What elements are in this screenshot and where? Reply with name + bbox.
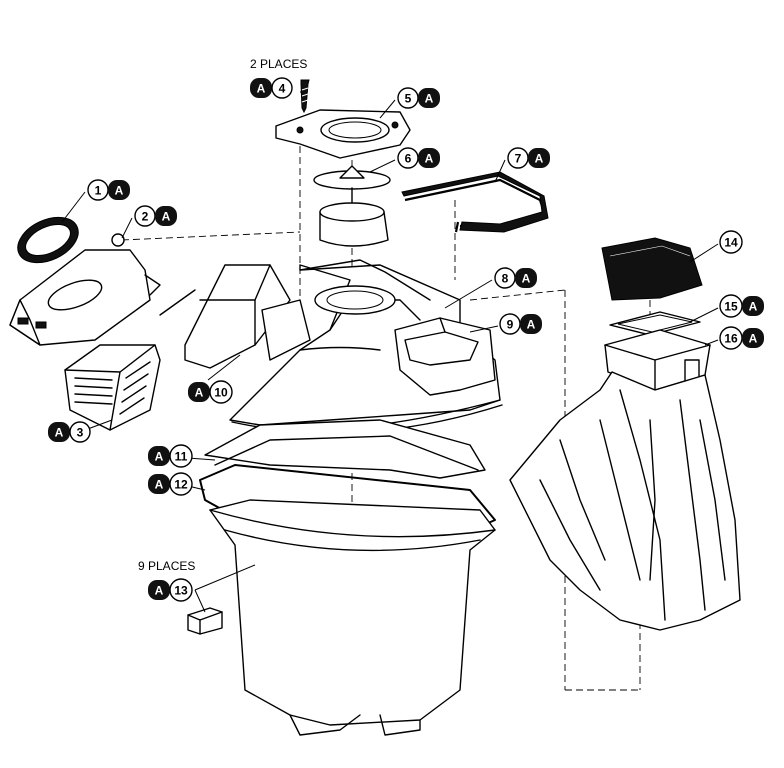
callout-number: 12 <box>174 478 188 492</box>
part-7-handle <box>401 171 549 233</box>
part-5-mounting-plate <box>275 109 411 159</box>
filter-cage-grille <box>74 361 151 415</box>
collection-drum <box>209 499 496 736</box>
kit-badge <box>48 422 70 442</box>
kit-badge <box>148 580 170 600</box>
kit-letter: A <box>195 386 204 400</box>
callout-number-circle <box>169 444 193 468</box>
kit-letter: A <box>55 426 64 440</box>
callout-number: 16 <box>724 332 738 346</box>
callout-number: 6 <box>405 152 412 166</box>
kit-letter: A <box>425 152 434 166</box>
callout-12: A 12 <box>148 472 193 496</box>
kit-letter: A <box>115 184 124 198</box>
part-2-filter-cover <box>9 233 161 346</box>
part-3-filter-cage <box>64 344 161 431</box>
note-9-places: 9 PLACES <box>138 559 195 573</box>
part-8-9-inlet-deflector <box>394 317 496 396</box>
callout-number-circle <box>719 230 743 254</box>
callout-14: 14 <box>719 230 743 254</box>
part-11-lid-gasket <box>204 419 486 479</box>
part-10-side-pocket <box>159 264 311 369</box>
part-15-frame <box>609 311 701 336</box>
callout-16: 16 A <box>719 326 764 350</box>
kit-badge <box>250 78 272 98</box>
callout-10: A 10 <box>188 380 233 404</box>
kit-badge <box>188 382 210 402</box>
kit-letter: A <box>535 152 544 166</box>
kit-letter: A <box>522 272 531 286</box>
callout-number: 9 <box>507 318 514 332</box>
kit-letter: A <box>155 584 164 598</box>
kit-badge <box>148 446 170 466</box>
callout-number: 4 <box>279 82 286 96</box>
note-2-places: 2 PLACES <box>250 57 307 71</box>
callout-number: 2 <box>142 210 149 224</box>
part-4-screw <box>300 79 310 114</box>
callout-15: 15 A <box>719 294 764 318</box>
callout-number: 13 <box>174 584 188 598</box>
part-13-latch-clip <box>187 607 223 635</box>
kit-badge <box>742 328 764 348</box>
leader-lines <box>61 91 719 613</box>
callout-number: 3 <box>77 426 84 440</box>
callout-13: A 13 <box>148 578 193 602</box>
callout-number: 5 <box>405 92 412 106</box>
callout-number: 10 <box>214 386 228 400</box>
callout-number-circle <box>169 472 193 496</box>
callout-number: 8 <box>502 272 509 286</box>
callout-number: 14 <box>724 236 738 250</box>
kit-badge <box>742 296 764 316</box>
kit-letter: A <box>527 318 536 332</box>
callout-number: 11 <box>175 450 188 464</box>
kit-letter: A <box>749 332 758 346</box>
callout-number-circle <box>209 380 233 404</box>
kit-letter: A <box>425 92 434 106</box>
part-1-gasket <box>17 216 79 264</box>
kit-badge <box>108 180 130 200</box>
part-14-filter-pad <box>601 237 703 301</box>
kit-badge <box>418 88 440 108</box>
callout-number-circle <box>169 578 193 602</box>
kit-badge <box>418 148 440 168</box>
callout-number: 1 <box>95 184 102 198</box>
kit-letter: A <box>257 82 266 96</box>
callout-number: 7 <box>515 152 522 166</box>
kit-letter: A <box>155 450 164 464</box>
collection-bag <box>509 371 741 631</box>
callout-number: 15 <box>724 300 738 314</box>
kit-letter: A <box>749 300 758 314</box>
kit-letter: A <box>162 210 171 224</box>
kit-badge <box>148 474 170 494</box>
kit-letter: A <box>155 478 164 492</box>
callout-number-circle <box>69 421 91 443</box>
kit-badge <box>520 314 542 334</box>
kit-badge <box>155 206 177 226</box>
kit-badge <box>515 268 537 288</box>
callout-number-circle <box>271 77 293 99</box>
kit-badge <box>528 148 550 168</box>
callout-11: A 11 <box>148 444 193 468</box>
part-6-float-assembly <box>313 165 391 247</box>
